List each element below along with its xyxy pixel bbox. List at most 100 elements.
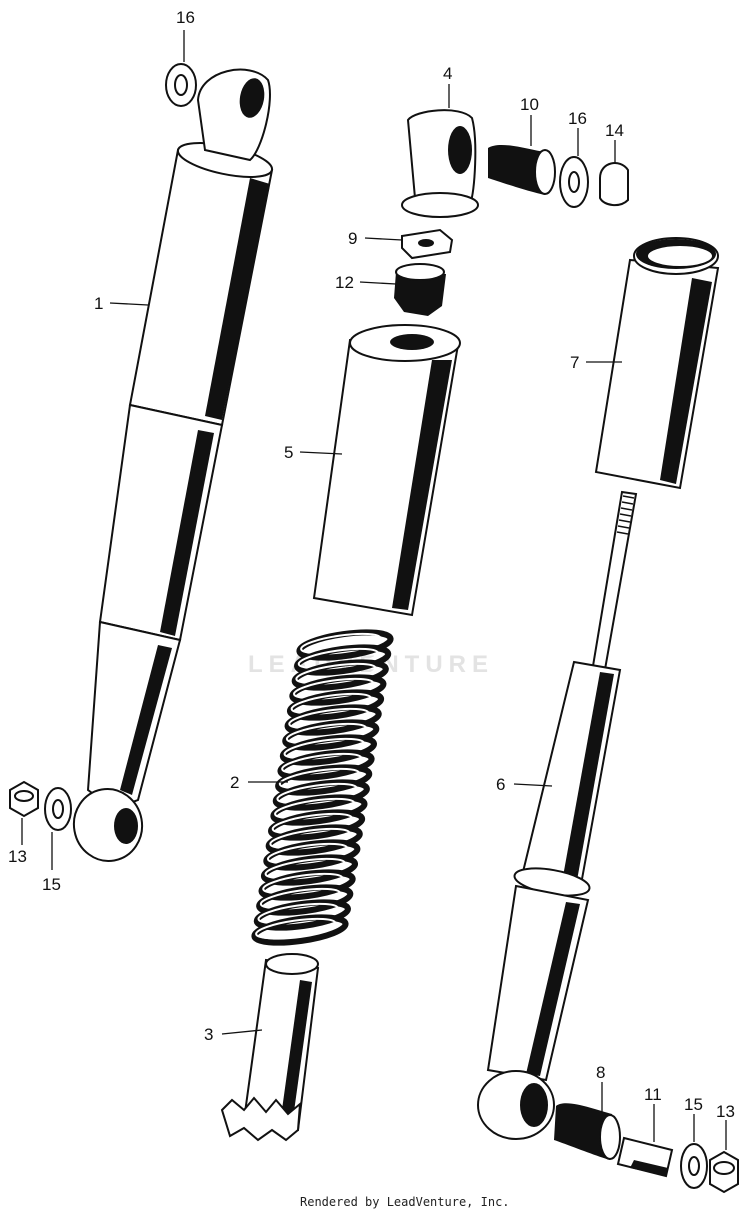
spring-coil bbox=[253, 899, 351, 931]
spring-coil bbox=[263, 839, 361, 871]
callout-16b: 16 bbox=[568, 109, 587, 128]
part-4-upper-mount bbox=[401, 109, 479, 218]
part-6-damper bbox=[477, 490, 638, 1140]
leader-6 bbox=[513, 783, 553, 787]
nut-top bbox=[713, 1161, 735, 1175]
nut-top bbox=[14, 790, 34, 802]
callout-1: 1 bbox=[94, 294, 103, 313]
callout-13b: 13 bbox=[716, 1102, 735, 1121]
callout-14: 14 bbox=[605, 121, 624, 140]
washer-hole bbox=[688, 1156, 700, 1176]
callout-15b: 15 bbox=[684, 1095, 703, 1114]
rod-thread bbox=[616, 495, 635, 535]
leader-1 bbox=[109, 302, 149, 306]
washer-hole bbox=[52, 799, 64, 819]
part-9-spacer bbox=[401, 228, 454, 260]
leader-3 bbox=[221, 1029, 263, 1035]
leader-5 bbox=[299, 451, 343, 455]
cover-opening bbox=[390, 334, 434, 350]
bushing-body bbox=[554, 1103, 612, 1160]
part-16-washer-top bbox=[165, 63, 197, 107]
tube-shade bbox=[280, 980, 312, 1126]
spring-coil bbox=[270, 794, 368, 826]
callout-16a: 16 bbox=[176, 8, 195, 27]
part-7-cover bbox=[594, 237, 720, 490]
spring-coil bbox=[272, 779, 370, 811]
bushing-end bbox=[534, 149, 556, 195]
part-2-coil-spring bbox=[251, 629, 394, 946]
lower-body-shade bbox=[160, 430, 214, 636]
spring-coil-highlight bbox=[255, 917, 337, 940]
washer-hole bbox=[174, 74, 188, 96]
spring-coil bbox=[296, 629, 394, 661]
part-3-damper-tube bbox=[220, 953, 320, 1142]
spring-coil bbox=[260, 854, 359, 886]
spring-coil bbox=[284, 704, 382, 736]
spring-coil bbox=[256, 884, 354, 916]
callout-13a: 13 bbox=[8, 847, 27, 866]
part-13-nut-right bbox=[709, 1150, 739, 1194]
collar-shade bbox=[630, 1160, 668, 1176]
cover-shade bbox=[660, 278, 712, 484]
mount-eye-bushing bbox=[448, 126, 472, 174]
spring-coil bbox=[265, 824, 363, 856]
callout-12: 12 bbox=[335, 273, 354, 292]
spring-coil bbox=[279, 734, 377, 766]
mount-base bbox=[401, 192, 479, 218]
part-1-shock-absorber bbox=[72, 68, 274, 862]
callout-11: 11 bbox=[644, 1085, 662, 1104]
tube-flange bbox=[220, 1096, 302, 1142]
part-13-nut-left bbox=[9, 780, 39, 818]
spring-coil bbox=[258, 869, 356, 901]
callout-4: 4 bbox=[443, 64, 452, 83]
washer-hole bbox=[568, 171, 580, 193]
stopper-body bbox=[394, 272, 446, 316]
bushing-body bbox=[488, 144, 545, 195]
damper-body-shade bbox=[562, 672, 614, 886]
spring-coil bbox=[282, 719, 380, 751]
bottom-eye-bushing bbox=[114, 808, 138, 844]
top-eye-bushing bbox=[239, 78, 265, 118]
spacer-hole bbox=[418, 239, 434, 247]
leader-lines bbox=[21, 30, 727, 1150]
callout-8: 8 bbox=[596, 1063, 605, 1082]
callout-5: 5 bbox=[284, 443, 293, 462]
part-5-spring-cover bbox=[312, 324, 461, 617]
spring-coil bbox=[277, 749, 375, 781]
spring-coil bbox=[291, 659, 389, 691]
callout-7: 7 bbox=[570, 353, 579, 372]
spring-coil bbox=[294, 644, 392, 676]
bushing-end bbox=[599, 1114, 621, 1160]
callout-6: 6 bbox=[496, 775, 505, 794]
footer-credit: Rendered by LeadVenture, Inc. bbox=[300, 1195, 510, 1209]
spring-coil bbox=[286, 689, 385, 721]
callout-2: 2 bbox=[230, 773, 239, 792]
part-14-cap-nut bbox=[599, 162, 629, 206]
lower-tube-shade bbox=[120, 645, 172, 795]
upper-cover-shade bbox=[205, 178, 270, 420]
callout-labels: 16 4 10 16 14 9 12 1 7 5 2 6 13 15 3 8 1… bbox=[8, 8, 735, 1121]
callout-15a: 15 bbox=[42, 875, 61, 894]
cap-nut-body bbox=[599, 162, 629, 206]
part-15-washer-right bbox=[680, 1143, 708, 1189]
part-8-bushing bbox=[554, 1103, 621, 1160]
spring-coil bbox=[268, 809, 366, 841]
tube-top bbox=[265, 953, 319, 975]
damper-rod bbox=[590, 490, 638, 677]
callout-10: 10 bbox=[520, 95, 539, 114]
leader-12 bbox=[359, 281, 397, 285]
damper-eye-bushing bbox=[520, 1083, 548, 1127]
part-11-collar bbox=[616, 1136, 674, 1178]
callout-9: 9 bbox=[348, 229, 357, 248]
cover-opening bbox=[646, 244, 714, 268]
cover-shade bbox=[392, 360, 452, 610]
part-15-washer-left bbox=[44, 787, 72, 831]
spring-coil bbox=[289, 674, 387, 706]
part-10-bushing bbox=[488, 144, 556, 195]
leader-9 bbox=[364, 237, 403, 241]
spring-coil bbox=[275, 764, 373, 796]
damper-lower-shade bbox=[526, 902, 580, 1076]
stopper-top bbox=[395, 263, 445, 281]
spring-coil bbox=[251, 914, 349, 946]
